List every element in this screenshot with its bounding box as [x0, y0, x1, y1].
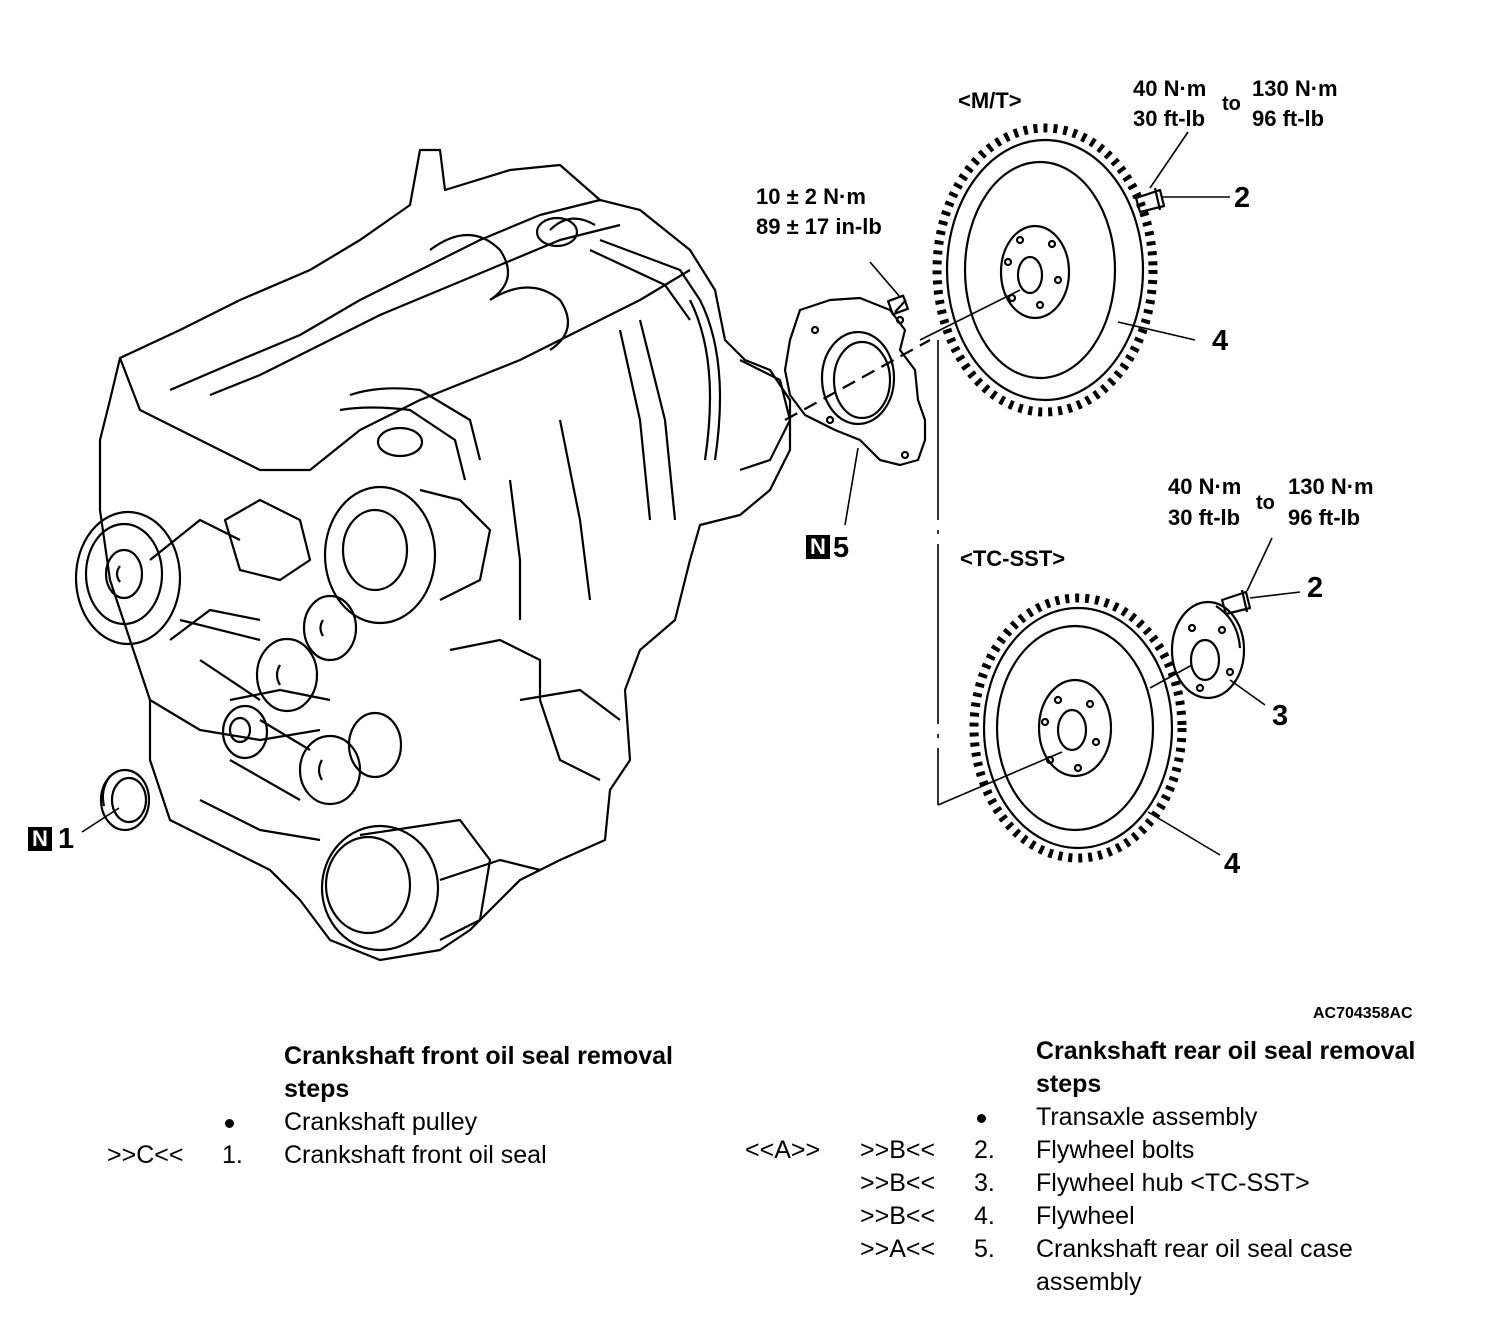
rear-step-number: 5. [974, 1235, 995, 1263]
torque-mt-bolt-a1: 40 N·m [1133, 76, 1207, 101]
rear-step-row: >>A<< 5. Crankshaft rear oil seal case a… [0, 1233, 1504, 1299]
rear-step-row: <<A>> >>B<< 2. Flywheel bolts [0, 1134, 1504, 1167]
rear-seal-steps: Crankshaft rear oil seal removal steps T… [0, 1035, 1504, 1299]
rear-step-operation-a: <<A>> [745, 1136, 821, 1164]
rear-step-number: 2. [974, 1136, 995, 1164]
bullet-icon [977, 1113, 986, 1123]
rear-oil-seal-case-drawing [783, 261, 931, 526]
callout-5: 5 [833, 532, 850, 564]
torque-tc-bolt-b1: 130 N·m [1288, 474, 1374, 499]
front-seal-steps: Crankshaft front oil seal removal steps … [0, 1040, 740, 1172]
front-step-label: Crankshaft pulley [284, 1108, 478, 1136]
front-step-row: >>C<< 1. Crankshaft front oil seal [0, 1139, 740, 1172]
rear-step-operation-b: >>B<< [860, 1136, 936, 1164]
torque-tc-bolt-a2: 30 ft-lb [1168, 505, 1241, 530]
rear-step-operation-b: >>B<< [860, 1202, 936, 1230]
torque-seal-case-a2: 89 ± 17 in-lb [756, 214, 882, 239]
rear-step-row: >>B<< 3. Flywheel hub <TC-SST> [0, 1167, 1504, 1200]
rear-step-label: Flywheel bolts [1036, 1136, 1195, 1164]
rear-step-number: 3. [974, 1169, 995, 1197]
rear-step-label: Flywheel [1036, 1202, 1135, 1230]
variant-label-mt: <M/T> [958, 88, 1022, 113]
new-part-badge-1: N [28, 827, 52, 851]
front-steps-heading: Crankshaft front oil seal removal steps [284, 1042, 674, 1103]
figure-id: AC704358AC [1313, 1005, 1413, 1022]
torque-mt-bolt-to: to [1222, 93, 1241, 115]
callout-4-tc: 4 [1224, 848, 1241, 880]
flywheel-hub-drawing [1149, 537, 1301, 706]
callout-4-mt: 4 [1212, 325, 1229, 357]
torque-seal-case-a1: 10 ± 2 N·m [756, 184, 866, 209]
flywheel-mt-drawing [919, 123, 1230, 417]
bullet-icon [225, 1118, 234, 1128]
rear-step-operation-b: >>A<< [860, 1235, 936, 1263]
rear-step-number: 4. [974, 1202, 995, 1230]
rear-step-label: Crankshaft rear oil seal case assembly [1036, 1235, 1353, 1296]
rear-step-label: Flywheel hub <TC-SST> [1036, 1169, 1310, 1197]
front-step-number: 1. [222, 1141, 243, 1169]
rear-step-row: >>B<< 4. Flywheel [0, 1200, 1504, 1233]
callout-2-mt: 2 [1234, 182, 1251, 214]
torque-tc-bolt-b2: 96 ft-lb [1288, 505, 1361, 530]
front-step-row: Crankshaft pulley [0, 1106, 740, 1139]
rear-step-row: Transaxle assembly [0, 1101, 1504, 1134]
engine-assembly-drawing [74, 148, 792, 962]
callout-3-tc: 3 [1272, 700, 1289, 732]
torque-tc-bolt-to: to [1256, 492, 1275, 514]
rear-step-operation-b: >>B<< [860, 1169, 936, 1197]
front-oil-seal-drawing [81, 768, 151, 833]
front-step-operation: >>C<< [107, 1141, 184, 1169]
callout-2-tc: 2 [1307, 572, 1324, 604]
callout-1: 1 [58, 823, 75, 855]
exploded-view-drawing [74, 123, 1301, 962]
rear-step-label: Transaxle assembly [1036, 1103, 1258, 1131]
new-part-badge-5: N [806, 535, 830, 559]
torque-mt-bolt-b2: 96 ft-lb [1252, 106, 1325, 131]
rear-steps-heading: Crankshaft rear oil seal removal steps [1036, 1037, 1416, 1098]
torque-mt-bolt-b1: 130 N·m [1252, 76, 1338, 101]
torque-tc-bolt-a1: 40 N·m [1168, 474, 1242, 499]
flywheel-tcsst-drawing [969, 593, 1221, 863]
variant-label-tcsst: <TC-SST> [960, 546, 1066, 571]
torque-mt-bolt-a2: 30 ft-lb [1133, 106, 1206, 131]
front-step-label: Crankshaft front oil seal [284, 1141, 547, 1169]
